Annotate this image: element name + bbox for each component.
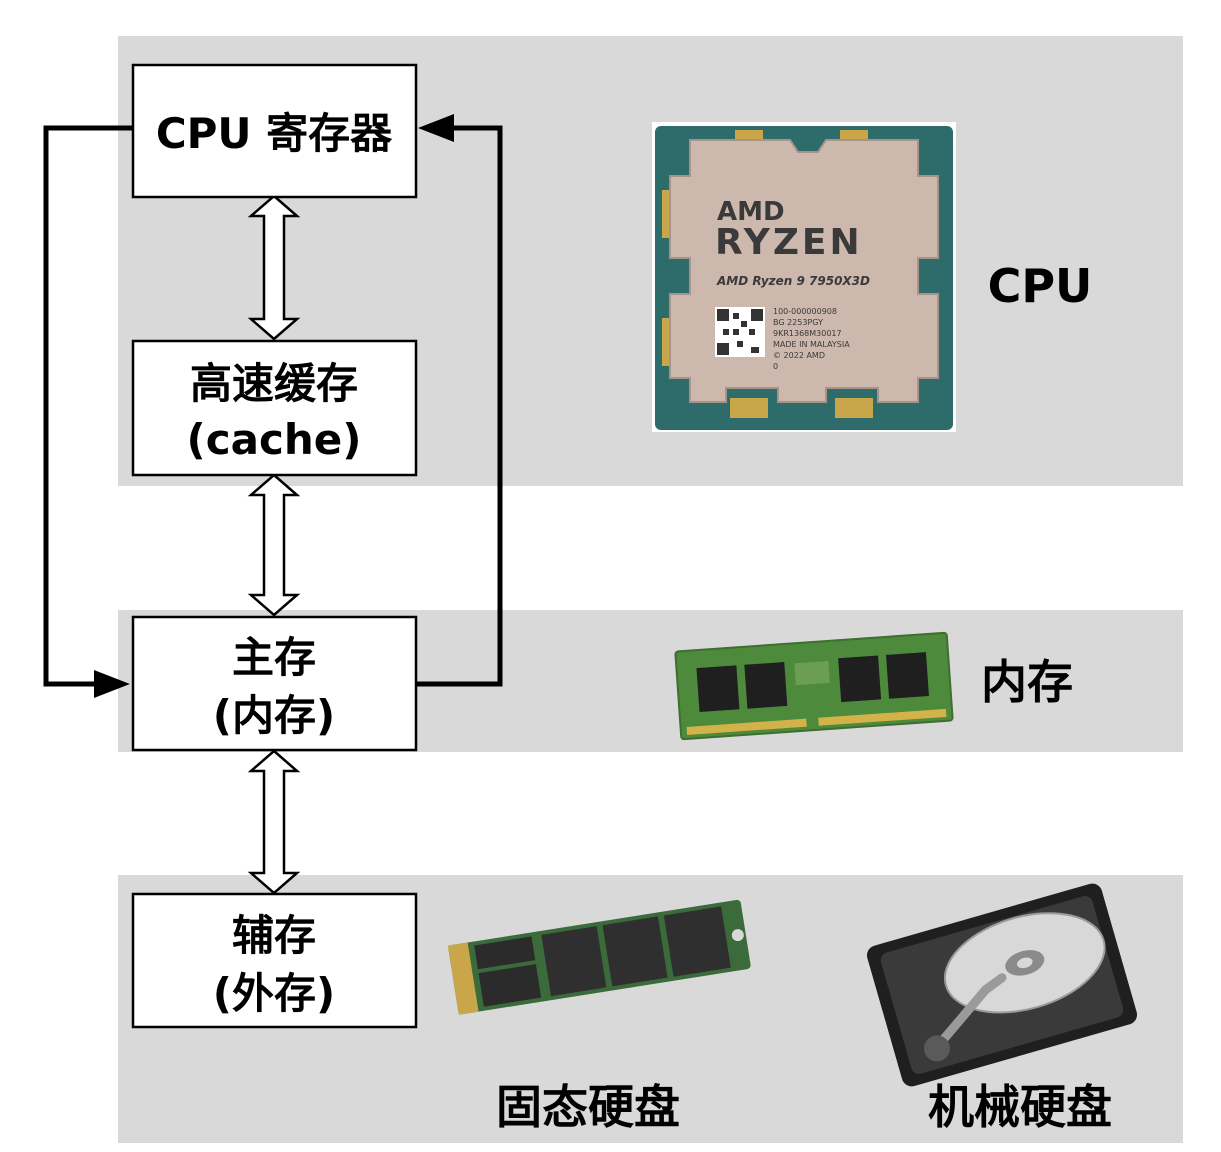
double-arrow-main-aux [247, 749, 301, 895]
ssd-side-label: 固态硬盘 [496, 1080, 680, 1134]
cpu-chip-code-5: 0 [773, 362, 778, 371]
cache-label-line2: (cache) [187, 415, 362, 464]
registers-box [131, 63, 418, 199]
cpu-chip-icon: AMD RYZEN AMD Ryzen 9 7950X3D 100-000000… [652, 122, 956, 432]
memory-side-label: 内存 [981, 655, 1073, 709]
hdd-icon [866, 883, 1138, 1087]
cpu-chip-code-3: MADE IN MALAYSIA [773, 340, 850, 349]
registers-label: CPU 寄存器 [156, 109, 393, 158]
cpu-chip-model: AMD Ryzen 9 7950X3D [716, 274, 870, 288]
flow-left-loop [43, 125, 133, 687]
cpu-chip-series: RYZEN [715, 222, 863, 263]
aux-storage-label-line1: 辅存 [232, 911, 316, 960]
aux-storage-box [131, 892, 418, 1029]
cpu-chip-brand: AMD [717, 197, 785, 227]
cache-label-line1: 高速缓存 [190, 359, 358, 408]
cpu-chip-code-1: BG 2253PGY [773, 318, 823, 327]
double-arrow-registers-cache [247, 194, 301, 341]
cpu-chip-code-0: 100-000000908 [773, 307, 837, 316]
cpu-side-label: CPU [988, 259, 1093, 313]
cpu-chip-code-2: 9KR1368M30017 [773, 329, 842, 338]
flow-right-arrowhead [418, 114, 454, 142]
aux-storage-label-line2: (外存) [213, 969, 335, 1018]
main-memory-label-line2: (内存) [213, 691, 335, 740]
cpu-chip-code-4: © 2022 AMD [773, 351, 825, 360]
main-memory-label-line1: 主存 [232, 633, 316, 682]
main-memory-box [131, 615, 418, 752]
ram-stick-icon [674, 631, 954, 741]
cache-box [131, 339, 418, 477]
qr-code-icon [715, 307, 765, 357]
flow-right-loop [416, 125, 503, 687]
hdd-side-label: 机械硬盘 [928, 1080, 1112, 1134]
ssd-m2-icon [447, 899, 751, 1015]
double-arrow-cache-main [247, 473, 301, 617]
flow-left-arrowhead [94, 670, 130, 698]
